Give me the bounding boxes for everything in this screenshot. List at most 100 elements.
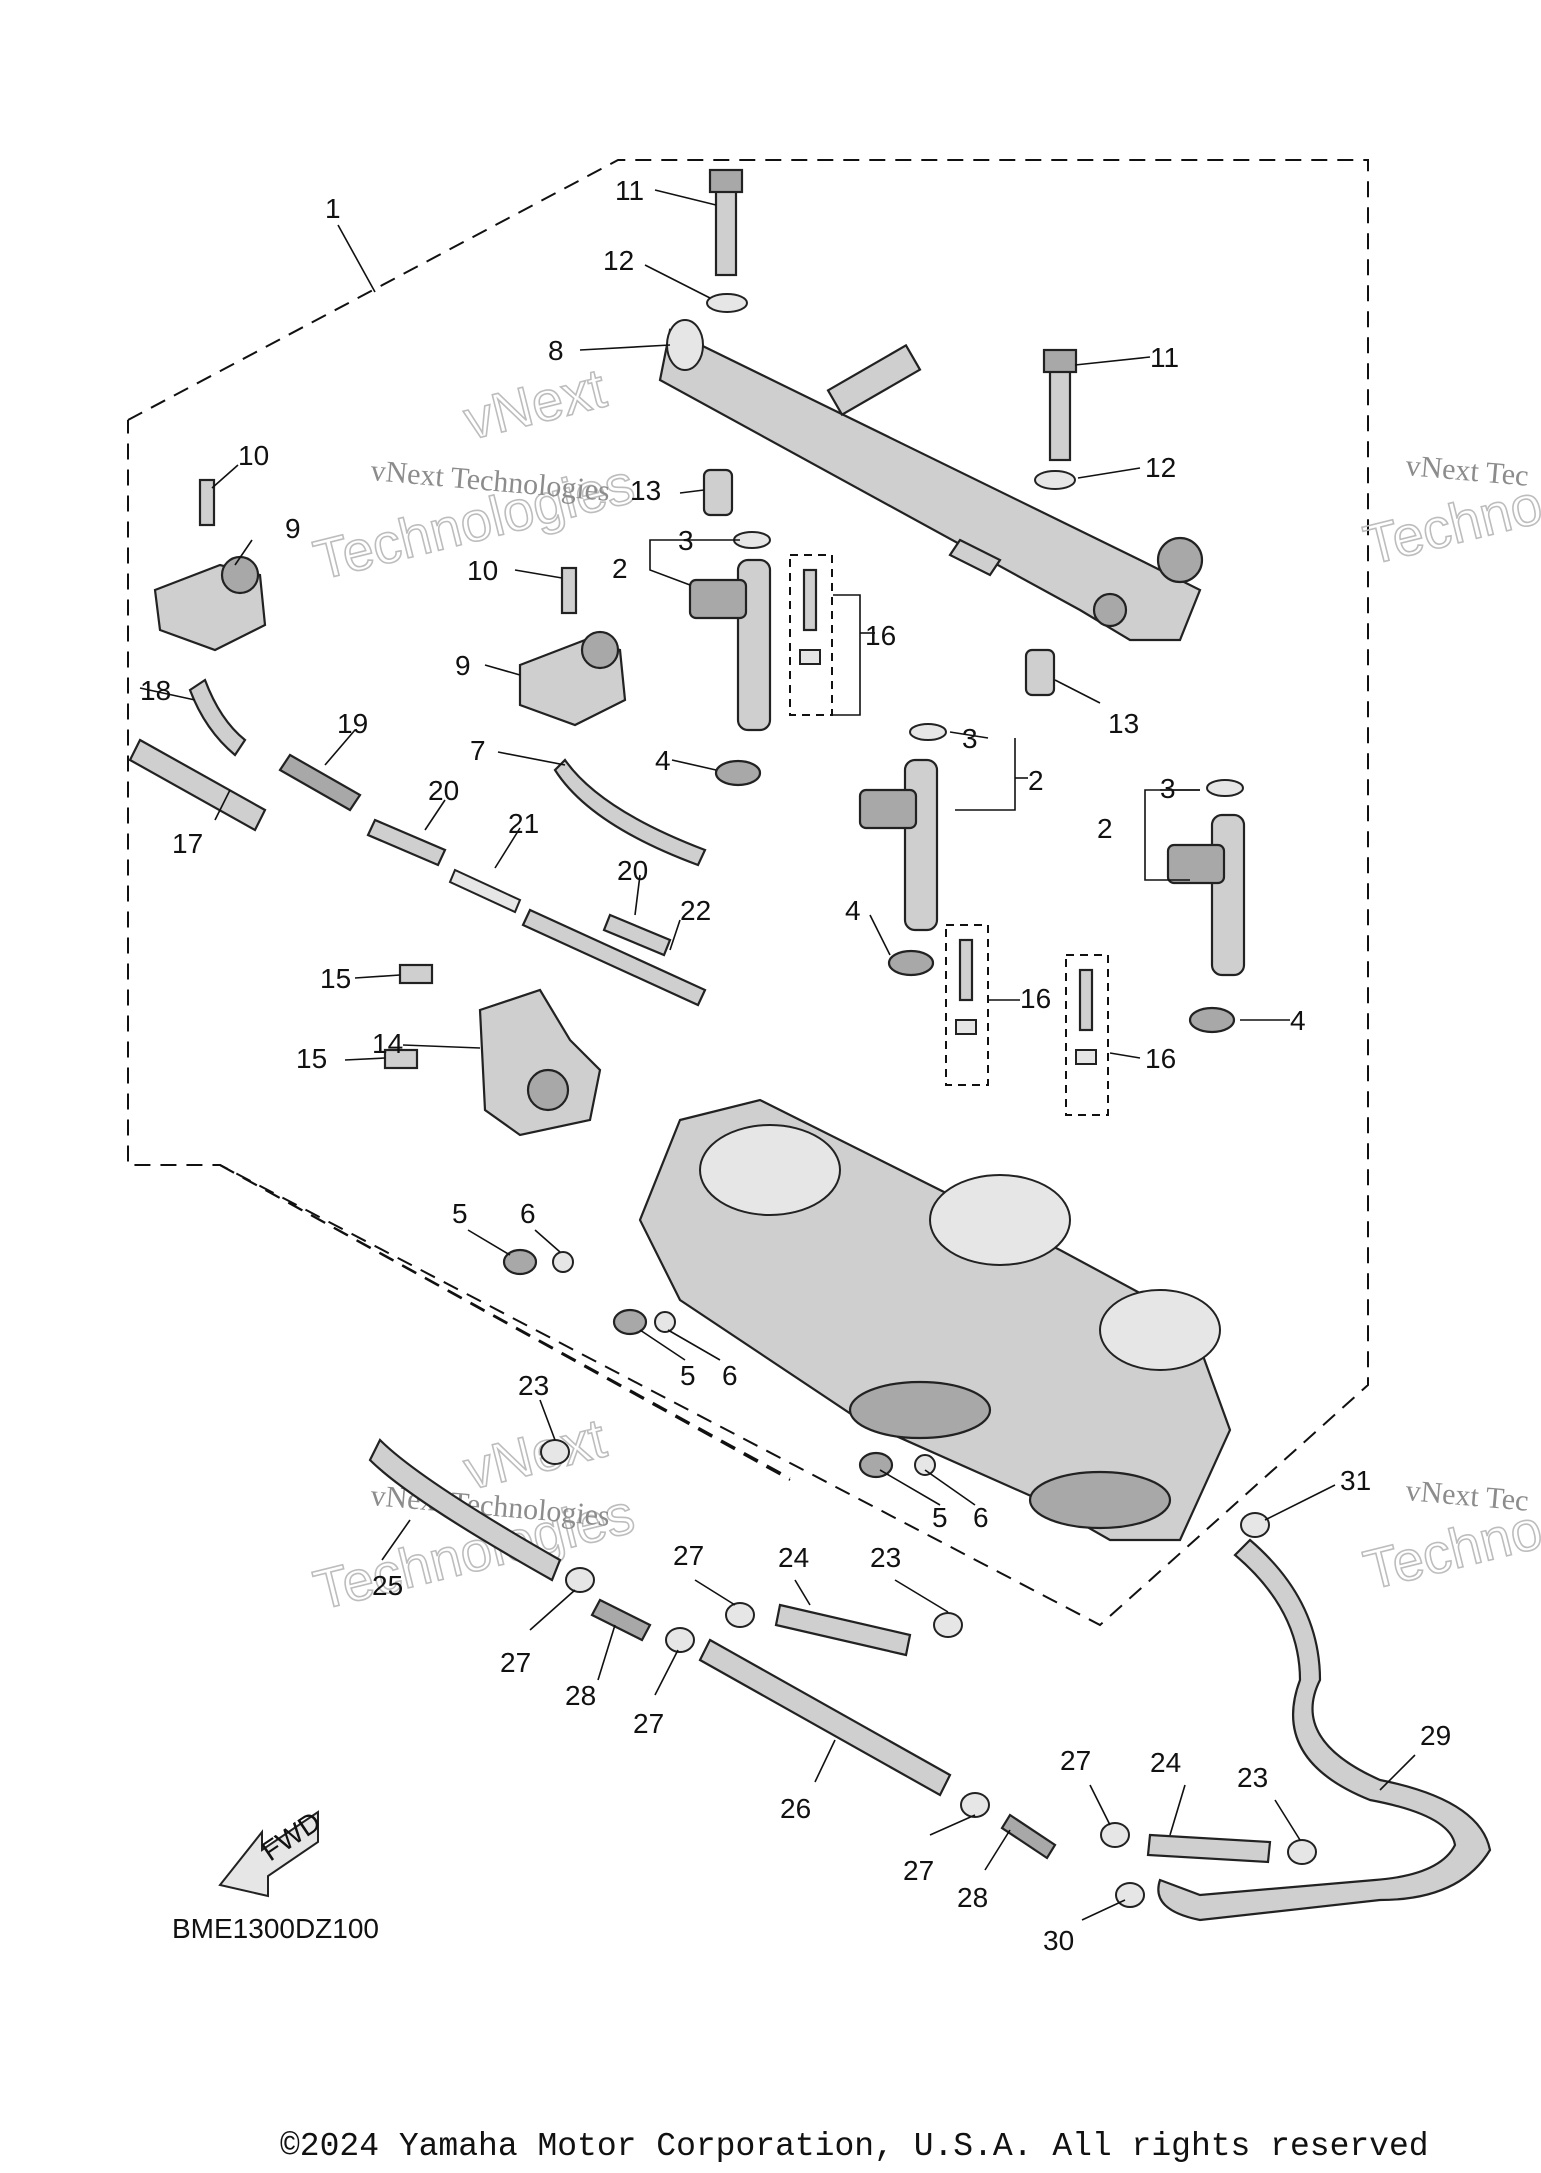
clamp-23-a: [933, 1612, 963, 1638]
callout-16: 16: [1145, 1043, 1176, 1074]
fuel-injector-2: [858, 758, 939, 932]
callout-2: 2: [1028, 765, 1044, 796]
callout-2: 2: [1097, 813, 1113, 844]
callout-13: 13: [1108, 708, 1139, 739]
clamp-23-c: [1287, 1839, 1317, 1865]
seal-2: [887, 949, 935, 977]
clamp-27-d: [960, 1792, 990, 1818]
clamp-6-b: [654, 1311, 676, 1333]
clamp-27-b: [725, 1602, 755, 1628]
svg-text:Techno: Techno: [1358, 472, 1541, 577]
callout-8: 8: [548, 335, 564, 366]
tps-screw-lower: [383, 1048, 419, 1070]
rail-bolt-right: [1042, 348, 1078, 462]
hose-25: [368, 1438, 562, 1582]
clamp-23-b: [540, 1439, 570, 1465]
callout-1: 1: [325, 193, 341, 224]
callout-5: 5: [932, 1502, 948, 1533]
callout-5: 5: [452, 1198, 468, 1229]
hose-24-b: [1146, 1833, 1272, 1864]
callout-16: 16: [1020, 983, 1051, 1014]
callout-11: 11: [615, 175, 644, 206]
clamp-6-c: [914, 1454, 936, 1476]
hose-20-a: [366, 818, 447, 867]
o-ring-3: [1206, 779, 1244, 797]
callout-23: 23: [870, 1542, 901, 1573]
seal-1: [714, 759, 762, 787]
callout-24: 24: [1150, 1747, 1181, 1778]
callout-23: 23: [1237, 1762, 1268, 1793]
pressure-sensor-left: [153, 555, 267, 652]
pressure-sensor-right: [518, 630, 627, 727]
svg-text:Techno: Techno: [1358, 1497, 1541, 1602]
callout-4: 4: [655, 745, 671, 776]
hose-17: [128, 738, 267, 832]
callout-6: 6: [520, 1198, 536, 1229]
clamp-30: [1115, 1882, 1145, 1908]
assembly-outline: [127, 159, 1369, 1627]
callout-22: 22: [680, 895, 711, 926]
callout-15: 15: [320, 963, 351, 994]
clamp-31: [1240, 1512, 1270, 1538]
hose-22: [521, 908, 707, 1007]
callout-19: 19: [337, 708, 368, 739]
throttle-body: [638, 1098, 1232, 1542]
callout-12: 12: [1145, 452, 1176, 483]
joint-21: [448, 868, 522, 914]
callout-18: 18: [140, 675, 171, 706]
collar-right: [1024, 648, 1056, 697]
cap-5-c: [858, 1451, 894, 1479]
collar-left: [702, 468, 734, 517]
svg-text:vNext: vNext: [458, 356, 613, 452]
hose-20-b: [602, 913, 672, 957]
callout-12: 12: [603, 245, 634, 276]
callout-11: 11: [1150, 342, 1179, 373]
screw-kit-1: [789, 554, 833, 716]
callout-3: 3: [678, 525, 694, 556]
hose-24-a: [774, 1603, 912, 1657]
callout-20: 20: [617, 855, 648, 886]
fuel-rail: [658, 319, 1204, 642]
diagram-code: BME1300DZ100: [172, 1913, 379, 1944]
callout-7: 7: [470, 735, 486, 766]
rail-bolt-left: [708, 168, 744, 277]
clamp-27-c: [665, 1627, 695, 1653]
cap-5-a: [502, 1248, 538, 1276]
callout-27: 27: [500, 1647, 531, 1678]
callout-3: 3: [1160, 773, 1176, 804]
hose-29: [1157, 1538, 1492, 1922]
o-ring-2: [909, 723, 947, 741]
callout-5: 5: [680, 1360, 696, 1391]
callout-30: 30: [1043, 1925, 1074, 1956]
clamp-27-e: [1100, 1822, 1130, 1848]
screw-kit-2: [945, 924, 989, 1086]
seal-3: [1188, 1006, 1236, 1034]
leader-lines: [139, 189, 1416, 1921]
callout-10: 10: [467, 555, 498, 586]
callout-27: 27: [673, 1540, 704, 1571]
washer-left: [706, 293, 748, 313]
callout-6: 6: [973, 1502, 989, 1533]
fitting-28-a: [590, 1598, 652, 1642]
callout-20: 20: [428, 775, 459, 806]
fuel-injector-3: [1166, 813, 1246, 977]
sensor-screw-right: [560, 566, 578, 615]
callout-24: 24: [778, 1542, 809, 1573]
hose-18: [188, 678, 247, 757]
callout-9: 9: [455, 650, 471, 681]
callout-31: 31: [1340, 1465, 1371, 1496]
callout-3: 3: [962, 723, 978, 754]
joint-19: [278, 753, 362, 812]
callout-26: 26: [780, 1793, 811, 1824]
throttle-position-sensor: [478, 988, 602, 1137]
callout-13: 13: [630, 475, 661, 506]
callout-4: 4: [845, 895, 861, 926]
callout-23: 23: [518, 1370, 549, 1401]
hose-26: [698, 1638, 952, 1797]
clamp-6-a: [552, 1251, 574, 1273]
callout-17: 17: [172, 828, 203, 859]
callout-27: 27: [1060, 1745, 1091, 1776]
sensor-screw-left: [198, 478, 216, 527]
callout-29: 29: [1420, 1720, 1451, 1751]
